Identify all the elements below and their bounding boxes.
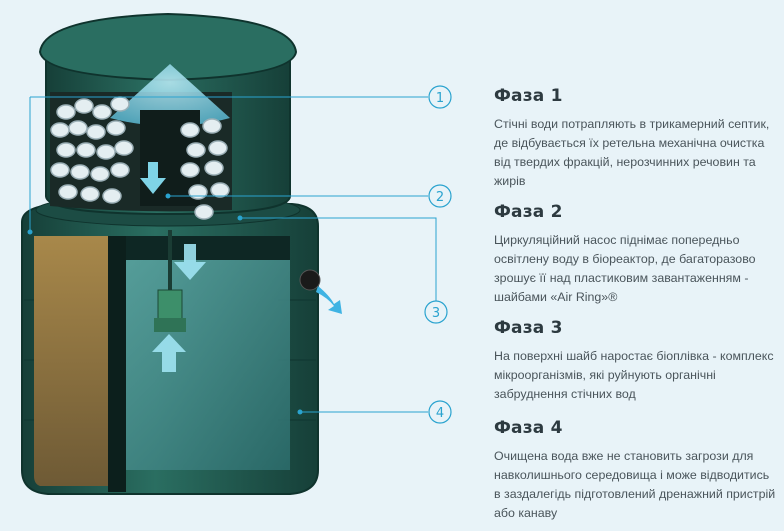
outlet-flow-arrow (316, 286, 342, 314)
phase-text-4: Очищена вода вже не становить загрози дл… (494, 449, 776, 520)
phase-marker-3: 3 (424, 300, 448, 324)
sludge-chamber (34, 236, 108, 486)
phase-marker-4: 4 (428, 400, 452, 424)
phase-title-1: Фаза 1 (494, 86, 563, 106)
phase-block-1: Фаза 1 Стічні води потрапляють в трикаме… (494, 86, 776, 191)
phase-text-3: На поверхні шайб наростає біоплівка - ко… (494, 349, 774, 401)
phase-title-2: Фаза 2 (494, 202, 563, 222)
tank-lid (38, 12, 298, 82)
phase-block-2: Фаза 2 Циркуляційний насос піднімає попе… (494, 202, 776, 307)
flow-arrow-down (174, 244, 206, 280)
bioreactor-water (126, 260, 290, 470)
phase-title-3: Фаза 3 (494, 318, 563, 338)
phase-text-1: Стічні води потрапляють в трикамерний се… (494, 117, 770, 188)
phase-block-4: Фаза 4 Очищена вода вже не становить заг… (494, 418, 776, 523)
flow-arrow-up (152, 334, 186, 372)
phase-text-2: Циркуляційний насос піднімає попередньо … (494, 233, 756, 304)
callout-lines (29, 96, 437, 413)
svg-text:2: 2 (436, 190, 444, 205)
phase-block-3: Фаза 3 На поверхні шайб наростає біоплів… (494, 318, 776, 404)
callout-line-3 (240, 217, 437, 302)
chamber-partition (108, 236, 126, 492)
phase-title-4: Фаза 4 (494, 418, 563, 438)
phase-marker-1: 1 (428, 85, 452, 109)
outlet-pipe (299, 269, 321, 291)
svg-text:3: 3 (432, 306, 440, 321)
callout-dots (27, 193, 303, 415)
svg-text:4: 4 (436, 406, 444, 421)
svg-text:1: 1 (436, 91, 444, 106)
phase-marker-2: 2 (428, 184, 452, 208)
